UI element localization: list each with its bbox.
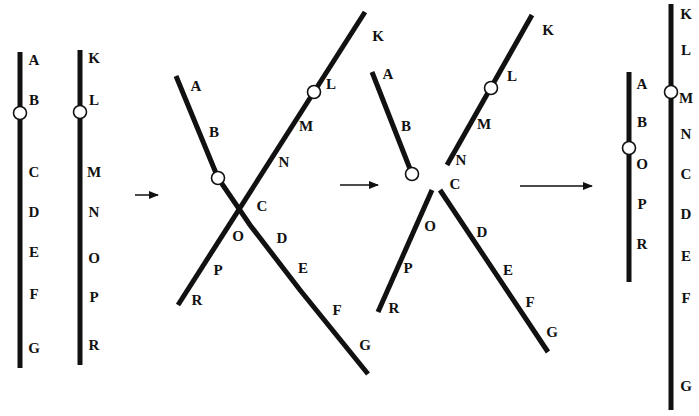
gene-label: D: [681, 207, 692, 222]
gene-label: N: [681, 127, 692, 142]
gene-label: E: [503, 263, 513, 278]
gene-label: O: [232, 229, 244, 244]
gene-label: L: [326, 77, 336, 92]
gene-label: C: [681, 167, 692, 182]
gene-label: P: [637, 197, 646, 212]
gene-label: K: [680, 7, 692, 22]
gene-label: F: [525, 295, 534, 310]
gene-label: A: [29, 53, 40, 68]
gene-label: D: [277, 231, 288, 246]
chromosome-fragment: [378, 190, 432, 312]
centromere: [485, 82, 498, 95]
gene-label: O: [88, 251, 100, 266]
gene-label: M: [299, 119, 313, 134]
chromosome-fragment: [440, 190, 548, 352]
gene-label: L: [681, 43, 691, 58]
chromosome-fragment: [372, 72, 412, 174]
gene-label: A: [637, 77, 648, 92]
gene-label: A: [383, 67, 394, 82]
gene-label: B: [637, 115, 647, 130]
centromere: [308, 86, 321, 99]
gene-label: O: [636, 157, 648, 172]
gene-label: R: [389, 301, 400, 316]
chromosomes: [20, 4, 671, 410]
gene-label: N: [89, 205, 100, 220]
step-arrow: [135, 194, 158, 196]
centromere: [74, 106, 87, 119]
gene-label: P: [403, 261, 412, 276]
gene-label: K: [542, 23, 554, 38]
gene-label: F: [332, 303, 341, 318]
gene-label: G: [359, 338, 371, 353]
gene-label: P: [213, 263, 222, 278]
gene-label: R: [89, 338, 100, 353]
gene-label: N: [279, 155, 290, 170]
gene-label: B: [401, 119, 411, 134]
step-arrow: [520, 185, 592, 187]
gene-label: M: [87, 165, 101, 180]
gene-label: C: [29, 165, 40, 180]
chromosome: [178, 12, 365, 305]
gene-label: D: [29, 205, 40, 220]
gene-label: M: [679, 91, 693, 106]
centromere: [665, 86, 678, 99]
gene-label: G: [680, 379, 692, 394]
step-arrows: [135, 185, 592, 195]
centromere: [406, 168, 419, 181]
centromeres: [14, 82, 678, 185]
gene-label: K: [372, 29, 384, 44]
gene-label: A: [191, 79, 202, 94]
gene-label: O: [424, 219, 436, 234]
gene-label: F: [29, 287, 38, 302]
gene-label: B: [29, 93, 39, 108]
gene-label: M: [477, 117, 491, 132]
step-arrow: [340, 184, 378, 186]
gene-label: C: [450, 177, 461, 192]
gene-label: R: [192, 293, 203, 308]
gene-label: L: [507, 69, 517, 84]
gene-label: C: [257, 199, 268, 214]
gene-label: R: [637, 237, 648, 252]
gene-label: P: [89, 290, 98, 305]
centromere: [14, 107, 27, 120]
centromere: [623, 142, 636, 155]
gene-label: F: [681, 291, 690, 306]
gene-label: E: [681, 249, 691, 264]
chromosome: [669, 4, 674, 410]
chromosome-fragment: [447, 15, 532, 165]
gene-label: K: [88, 51, 100, 66]
gene-label: G: [28, 341, 40, 356]
gene-label: E: [29, 245, 39, 260]
gene-label: N: [456, 153, 467, 168]
chromosome: [78, 50, 83, 365]
gene-label: L: [89, 93, 99, 108]
chromosome: [18, 52, 23, 368]
gene-label: E: [298, 261, 308, 276]
chromosome: [627, 72, 632, 282]
gene-label: B: [209, 125, 219, 140]
gene-label: G: [546, 325, 558, 340]
chromosome: [176, 76, 368, 374]
centromere: [212, 172, 225, 185]
gene-label: D: [477, 225, 488, 240]
